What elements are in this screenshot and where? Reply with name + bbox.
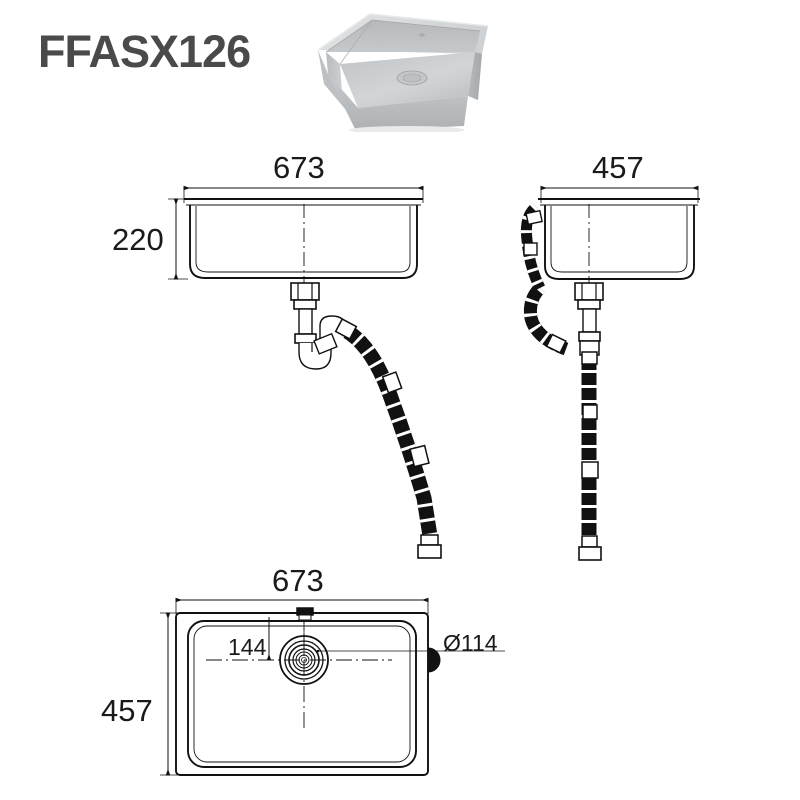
front-drain-nut-lower xyxy=(294,333,317,344)
photo-front-face xyxy=(328,74,468,131)
front-hose-collar-top xyxy=(334,318,358,340)
side-drain-collar xyxy=(574,282,604,301)
plan-overflow-fitting xyxy=(296,607,314,616)
side-elevation-view xyxy=(538,185,700,294)
side-tailpiece xyxy=(582,308,597,333)
photo-rim-highlight xyxy=(317,13,489,51)
side-hose-collar-mid2 xyxy=(581,461,599,479)
dimension-plan-width: 673 xyxy=(272,563,324,598)
front-hose-end-fitting xyxy=(417,544,442,559)
side-drain-assembly xyxy=(574,282,604,356)
front-hose-collar-end-upper xyxy=(420,534,439,546)
plan-bowl-inner-outline xyxy=(193,625,411,763)
front-hose-corrugation xyxy=(341,323,439,544)
dimension-side-width: 457 xyxy=(592,150,644,185)
plan-bowl-outline xyxy=(187,620,417,768)
side-bowl-outline xyxy=(544,205,695,280)
dimension-drain-diameter: Ø114 xyxy=(443,630,498,656)
sink-product-photo xyxy=(317,13,489,132)
photo-overflow-hole xyxy=(419,33,425,37)
front-drain-nut-upper xyxy=(293,299,317,310)
plan-rim-outline xyxy=(175,612,429,776)
photo-drain-inner xyxy=(402,73,422,83)
plan-overflow-tab xyxy=(427,647,441,673)
dimension-plan-offset: 144 xyxy=(228,634,267,660)
side-drain-nut-upper xyxy=(577,299,601,310)
photo-corner-seam xyxy=(339,19,373,65)
front-bowl-outline xyxy=(189,205,418,279)
photo-right-face xyxy=(468,52,482,100)
front-hose-connector xyxy=(313,332,338,355)
front-hose-collar-mid1 xyxy=(381,371,403,394)
front-flex-hose xyxy=(341,323,439,544)
drain-dia-leader-dot xyxy=(316,649,320,653)
side-overflow-collar-end xyxy=(545,333,567,354)
plan-drain-center xyxy=(301,657,307,663)
dimension-front-width: 673 xyxy=(273,150,325,185)
side-drain-nut-lower xyxy=(578,331,601,342)
side-overflow-hose xyxy=(520,202,569,356)
front-hose-collar-mid2 xyxy=(409,444,430,468)
front-drain-collar xyxy=(290,282,320,301)
front-hose-body xyxy=(341,323,439,544)
dimension-plan-depth: 457 xyxy=(101,693,153,728)
side-hose-end-fitting xyxy=(578,546,602,561)
photo-inner-back-wall xyxy=(326,20,480,52)
side-bowl-inner-outline xyxy=(550,206,688,273)
dimension-front-height: 220 xyxy=(112,222,164,257)
side-overflow-collar-mid xyxy=(523,242,538,256)
photo-inner-left-wall xyxy=(326,52,342,92)
photo-shadow xyxy=(349,126,465,132)
front-bowl-inner-outline xyxy=(195,206,411,273)
plan-overflow-fitting-base xyxy=(298,614,312,621)
side-hose-collar-mid1 xyxy=(582,404,598,420)
side-hose-collar-top xyxy=(581,351,598,365)
front-elevation-view xyxy=(168,185,424,288)
page-title: FFASX126 xyxy=(38,26,251,77)
side-overflow-collar-top xyxy=(525,209,543,226)
plan-view xyxy=(160,597,505,776)
front-tailpiece xyxy=(298,308,313,335)
side-hose-collar-end-upper xyxy=(581,535,598,548)
